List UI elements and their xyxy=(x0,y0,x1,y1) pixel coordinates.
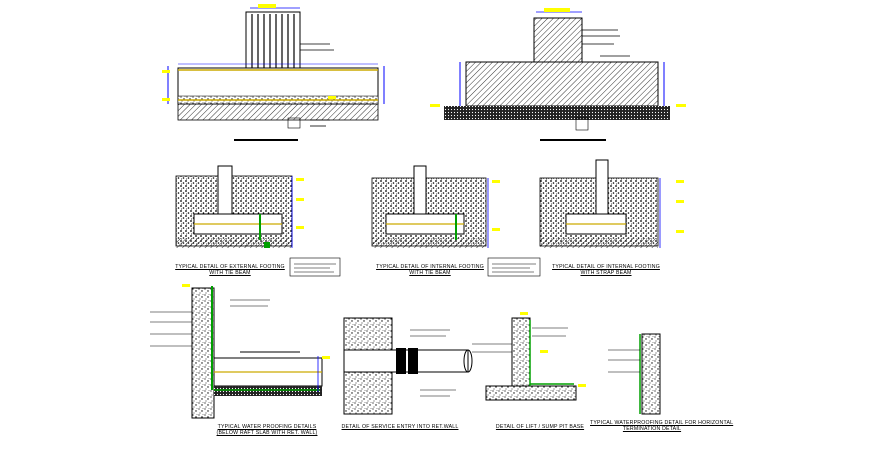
caption-line: WITH STRAP BEAM xyxy=(580,270,632,276)
caption-internal-footing-strap: TYPICAL DETAIL OF INTERNAL FOOTING WITH … xyxy=(548,264,664,276)
lift-pit-detail xyxy=(472,312,586,401)
caption-line: TYPICAL WATERPROOFING DETAIL FOR HORIZON… xyxy=(590,420,734,426)
caption-waterproofing-raft: TYPICAL WATER PROOFING DETAILS (BELOW RA… xyxy=(208,424,326,436)
footing-section-1 xyxy=(162,4,385,141)
caption-line: TYPICAL DETAIL OF INTERNAL FOOTING xyxy=(376,264,484,270)
caption-line: DETAIL OF SERVICE ENTRY INTO RET.WALL xyxy=(341,424,459,430)
caption-line: (BELOW RAFT SLAB WITH RET. WALL) xyxy=(216,430,318,436)
caption-service-entry: DETAIL OF SERVICE ENTRY INTO RET.WALL xyxy=(340,424,460,430)
footing-detail-internal-tie xyxy=(371,165,541,277)
caption-termination: TYPICAL WATERPROOFING DETAIL FOR HORIZON… xyxy=(590,420,734,432)
footing-detail-internal-strap xyxy=(539,159,684,248)
caption-line: TERMINATION DETAIL xyxy=(622,426,682,432)
service-entry-detail xyxy=(343,317,473,415)
footing-detail-external xyxy=(175,165,341,277)
caption-line: DETAIL OF LIFT / SUMP PIT BASE xyxy=(495,424,585,430)
caption-line: WITH TIE BEAM xyxy=(409,270,451,276)
caption-line: TYPICAL WATER PROOFING DETAILS xyxy=(217,424,317,430)
footing-section-2 xyxy=(430,8,686,141)
termination-detail xyxy=(608,333,661,415)
caption-lift-pit: DETAIL OF LIFT / SUMP PIT BASE xyxy=(490,424,590,430)
caption-internal-footing-tie: TYPICAL DETAIL OF INTERNAL FOOTING WITH … xyxy=(372,264,488,276)
caption-line: WITH TIE BEAM xyxy=(209,270,251,276)
caption-line: TYPICAL DETAIL OF EXTERNAL FOOTING xyxy=(175,264,285,270)
waterproofing-detail-raft xyxy=(150,284,330,419)
caption-external-footing: TYPICAL DETAIL OF EXTERNAL FOOTING WITH … xyxy=(170,264,290,276)
caption-line: TYPICAL DETAIL OF INTERNAL FOOTING xyxy=(552,264,660,270)
